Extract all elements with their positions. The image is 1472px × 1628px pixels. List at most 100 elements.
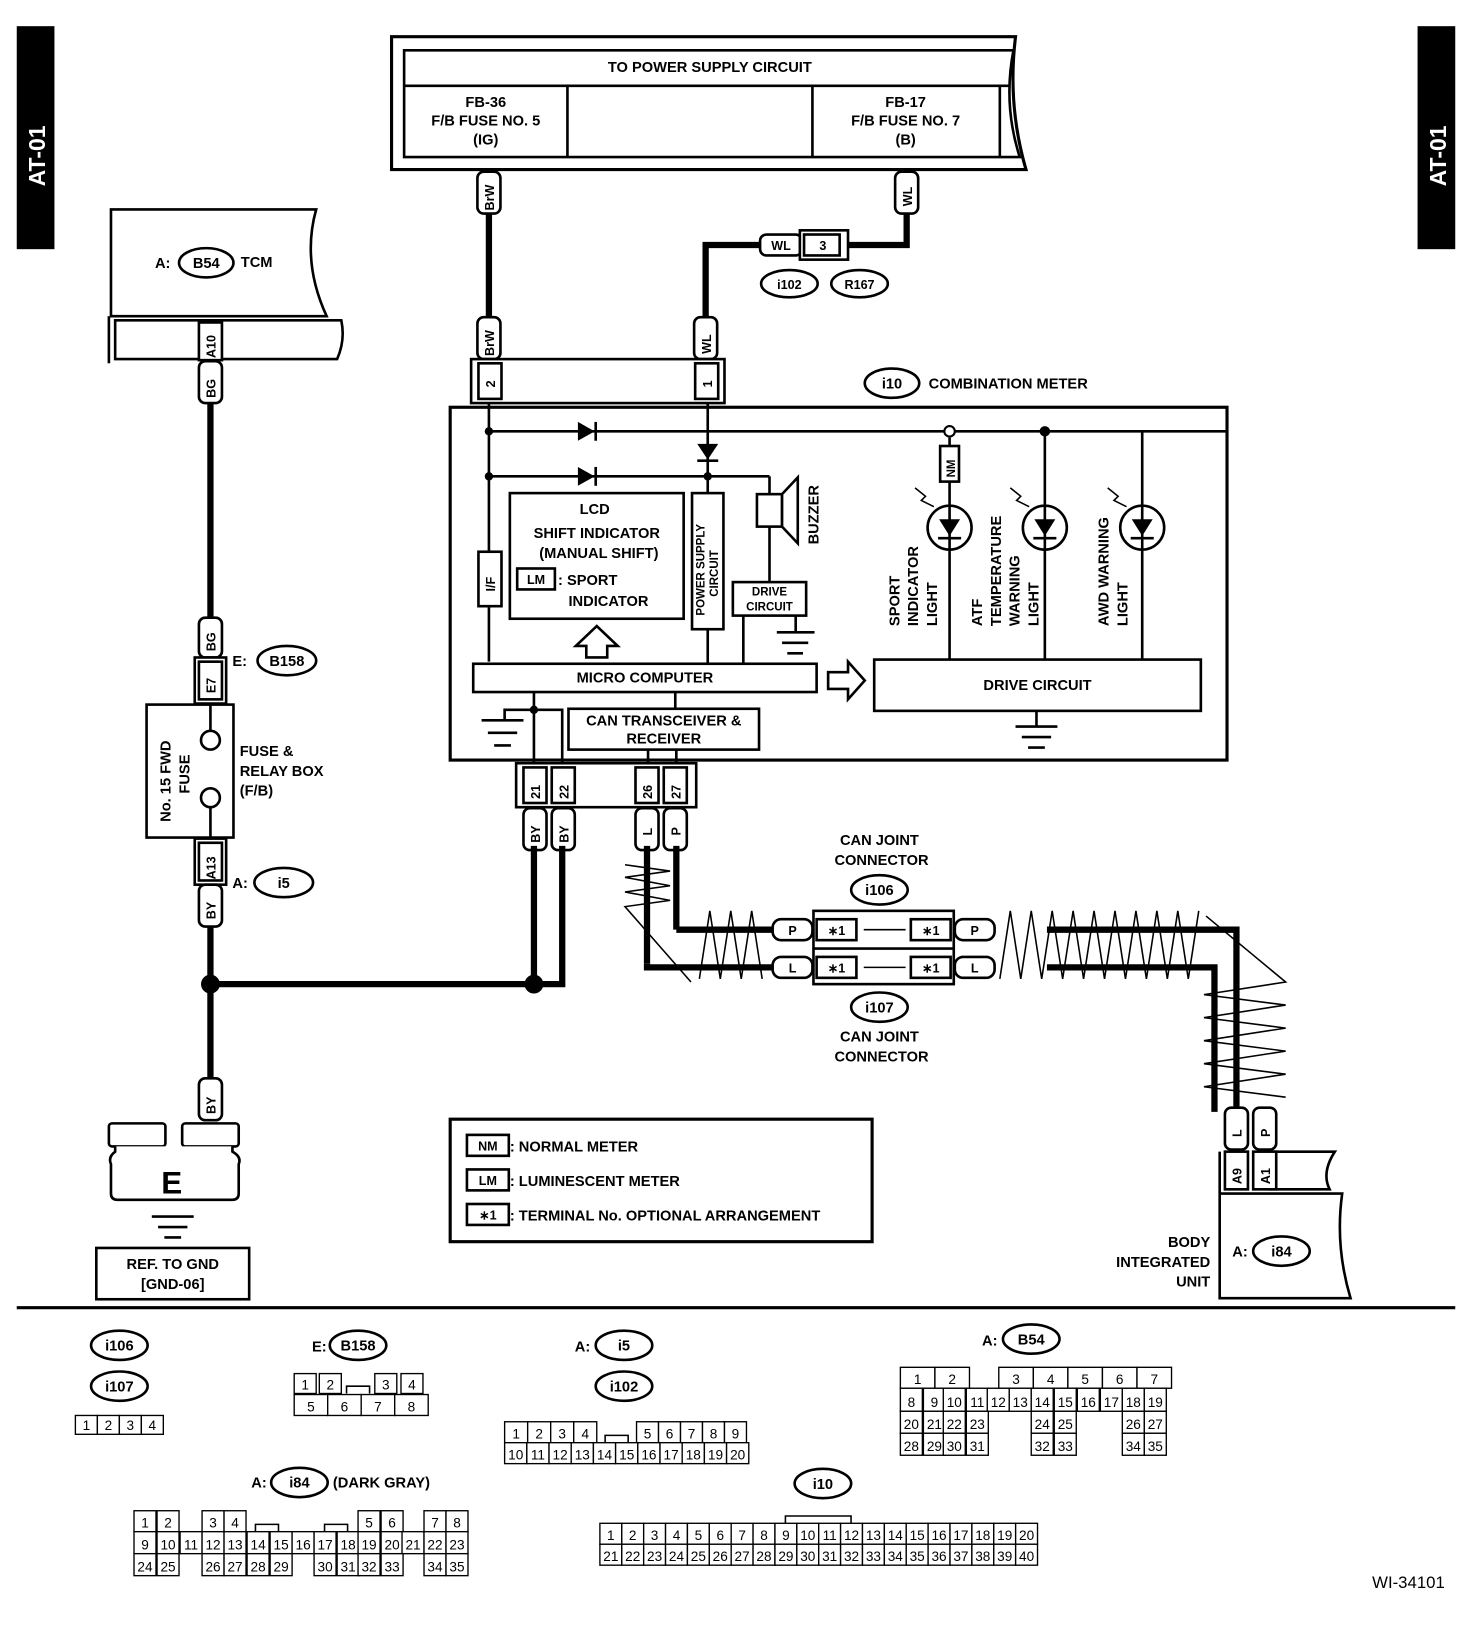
ground-ref-line1: REF. TO GND bbox=[127, 1257, 219, 1273]
pin-number: 15 bbox=[1058, 1395, 1073, 1410]
pin-number: 11 bbox=[531, 1447, 545, 1462]
combination-meter-bottom-connector: 21 22 26 27 BY BY L P bbox=[514, 761, 698, 852]
pin-cell bbox=[1030, 1432, 1054, 1456]
wire-label-by-ground: BY bbox=[205, 1096, 219, 1114]
wire-by: BY BY bbox=[197, 845, 680, 1122]
pin-number: 15 bbox=[910, 1528, 925, 1543]
fuse-name-line1: No. 15 FWD bbox=[159, 741, 175, 822]
connector-latch bbox=[604, 1434, 629, 1443]
wire-label-pin22: BY bbox=[557, 825, 571, 843]
pin-number: 10 bbox=[947, 1395, 963, 1410]
pin-number: 35 bbox=[910, 1549, 925, 1564]
pin-number: 17 bbox=[664, 1447, 679, 1462]
pin-number: 26 bbox=[1126, 1417, 1141, 1432]
power-supply-block: TO POWER SUPPLY CIRCUIT FB-36 F/B FUSE N… bbox=[389, 35, 1029, 172]
pin-number: 4 bbox=[149, 1418, 157, 1433]
cv-i5-label: i5 bbox=[618, 1339, 630, 1355]
pin-number: 5 bbox=[1081, 1372, 1089, 1387]
can-transceiver-line1: CAN TRANSCEIVER & bbox=[586, 714, 742, 730]
ground-meter-icon bbox=[481, 718, 524, 747]
pin-number: 18 bbox=[686, 1447, 701, 1462]
pin-cell bbox=[394, 1393, 429, 1417]
pin-number: 16 bbox=[931, 1528, 946, 1543]
pin-cell bbox=[965, 1432, 989, 1456]
legend-badge-lm: LM bbox=[479, 1174, 497, 1188]
pin-number: 29 bbox=[274, 1559, 289, 1574]
fuse-conn-bottom-prefix: A: bbox=[232, 876, 247, 892]
pin-number: 22 bbox=[625, 1549, 640, 1564]
pin-22-label: 22 bbox=[557, 785, 571, 799]
wire-brw: BrW BrW bbox=[476, 170, 502, 361]
cv-i10-label: i10 bbox=[813, 1477, 833, 1493]
wire-label-pin27: P bbox=[670, 827, 684, 835]
combination-meter-top-connector: 2 1 bbox=[469, 357, 726, 405]
pin-cell bbox=[313, 1552, 337, 1577]
wire-label-bg-top: BG bbox=[205, 379, 219, 398]
pin-number: 3 bbox=[558, 1427, 566, 1442]
tcm-name: TCM bbox=[241, 255, 273, 271]
wire-label-wl-top: WL bbox=[901, 186, 915, 206]
pin-number: 39 bbox=[997, 1549, 1012, 1564]
cv-b54-label: B54 bbox=[1018, 1332, 1046, 1348]
pin-number: 30 bbox=[800, 1549, 816, 1564]
pin-number: 21 bbox=[603, 1549, 618, 1564]
combination-meter-name: COMBINATION METER bbox=[929, 376, 1089, 392]
pin-cell bbox=[400, 1372, 424, 1395]
ground-letter: E bbox=[161, 1166, 182, 1201]
nm-badge: NM bbox=[946, 460, 958, 478]
lcd-title: LCD bbox=[580, 502, 610, 518]
connector-latch bbox=[784, 1515, 852, 1524]
pin-number: 7 bbox=[738, 1528, 746, 1543]
fuse-pin-bottom-label: A13 bbox=[205, 856, 219, 879]
connector-i10-label: i10 bbox=[882, 376, 902, 392]
pin-number: 6 bbox=[1116, 1372, 1124, 1387]
pin-number: 18 bbox=[341, 1537, 356, 1552]
pin-number: 6 bbox=[716, 1528, 724, 1543]
pin-number: 15 bbox=[274, 1537, 289, 1552]
pin-number: 26 bbox=[713, 1549, 728, 1564]
pin-cell bbox=[357, 1552, 381, 1577]
fuse-right-line1: FB-17 bbox=[885, 95, 926, 111]
pin-number: 3 bbox=[382, 1377, 390, 1392]
cv-i84-note: (DARK GRAY) bbox=[333, 1476, 430, 1492]
pin-number: 14 bbox=[1035, 1395, 1051, 1410]
combination-meter-label: i10 COMBINATION METER bbox=[863, 367, 1089, 400]
pin-number: 28 bbox=[904, 1439, 919, 1454]
junction-wire-label: WL bbox=[771, 239, 791, 253]
pin-number: 24 bbox=[669, 1549, 685, 1564]
pin-number: 3 bbox=[127, 1418, 135, 1433]
pin-number: 32 bbox=[844, 1549, 859, 1564]
junction-pin-label: 3 bbox=[819, 239, 826, 253]
biu-name-line2: INTEGRATED bbox=[1116, 1255, 1210, 1271]
pin-number: 15 bbox=[619, 1447, 634, 1462]
pin-number: 20 bbox=[385, 1537, 401, 1552]
buzzer-label: BUZZER bbox=[807, 485, 823, 545]
biu-wire-right: P bbox=[1259, 1129, 1273, 1137]
pin-number: 28 bbox=[251, 1559, 266, 1574]
pin-cell bbox=[156, 1552, 180, 1577]
biu-name-line3: UNIT bbox=[1176, 1275, 1210, 1291]
pin-number: 34 bbox=[888, 1549, 904, 1564]
fuse-conn-bottom-label: i5 bbox=[278, 876, 290, 892]
pin-number: 27 bbox=[1148, 1417, 1163, 1432]
pin-number: 7 bbox=[1150, 1372, 1158, 1387]
power-supply-title: TO POWER SUPPLY CIRCUIT bbox=[608, 60, 812, 76]
pin-number: 1 bbox=[83, 1418, 91, 1433]
biu-name-line1: BODY bbox=[1168, 1235, 1211, 1251]
fuse-conn-top-label: B158 bbox=[269, 654, 304, 670]
legend-badge-nm: NM bbox=[478, 1140, 498, 1154]
pin-cell bbox=[725, 1442, 750, 1465]
pin-number: 24 bbox=[1035, 1417, 1051, 1432]
pin-number: 14 bbox=[597, 1447, 613, 1462]
pin-number: 7 bbox=[431, 1515, 439, 1530]
terminal-mark-3: ∗1 bbox=[922, 924, 940, 938]
wire-label-brw-top: BrW bbox=[483, 184, 497, 210]
pin-number: 7 bbox=[688, 1427, 696, 1442]
can-transceiver-line2: RECEIVER bbox=[626, 731, 701, 747]
